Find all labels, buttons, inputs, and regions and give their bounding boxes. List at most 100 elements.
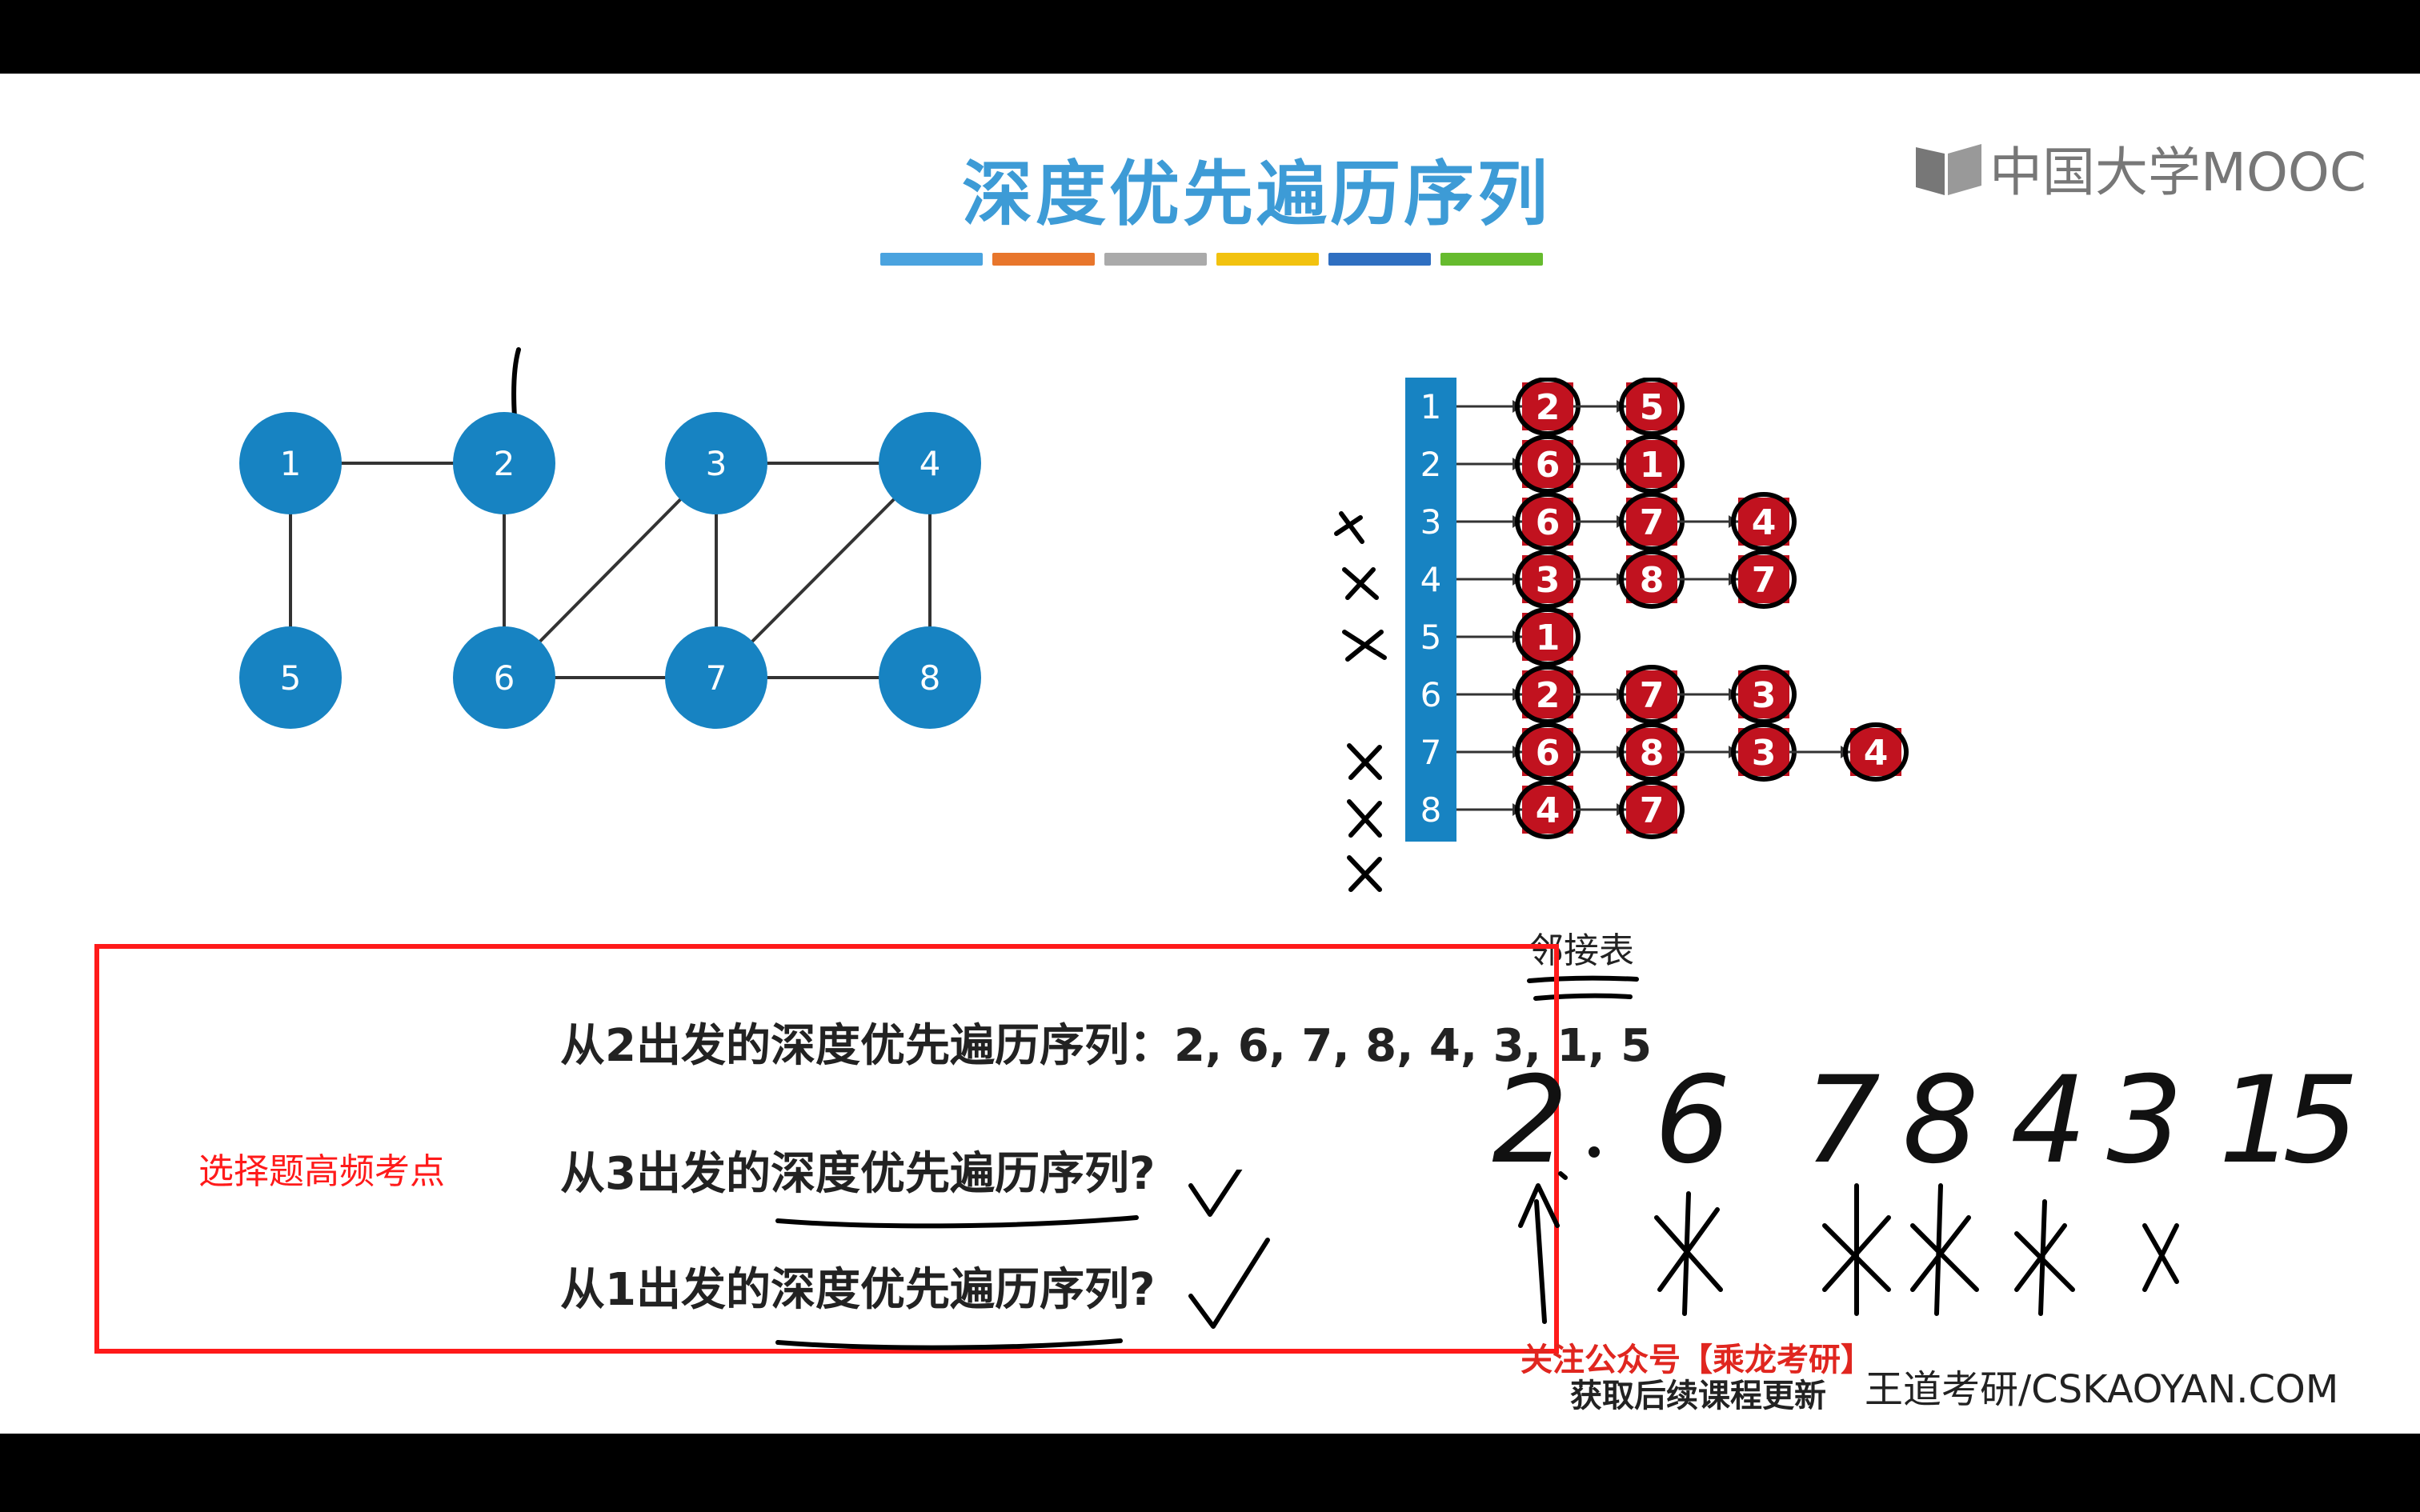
neighbor-label: 7: [1640, 790, 1665, 831]
mooc-logo: 中国大学MOOC: [1913, 130, 2366, 206]
question-from-1: 从1出发的深度优先遍历序列?: [560, 1264, 1156, 1316]
graph-node-5: 5: [239, 626, 342, 729]
neighbor-label: 7: [1752, 560, 1777, 601]
neighbor-node: [1522, 728, 1573, 776]
handwritten-circle: [1731, 550, 1797, 609]
neighbor-label: 4: [1864, 733, 1889, 774]
graph-node-2: 2: [453, 412, 555, 514]
logo-text: 中国大学MOOC: [1989, 142, 2366, 203]
svg-text:1: 1: [280, 444, 302, 483]
hint-label: 选择题高频考点: [198, 1151, 445, 1192]
vertex-label: 5: [1420, 618, 1442, 657]
promo-line-2: 获取后续课程更新: [1570, 1378, 1826, 1414]
vertex-label: 4: [1420, 560, 1442, 599]
highlight-frame: [94, 944, 1559, 1354]
handwritten-circle: [1843, 722, 1909, 782]
handwritten-circle: [1619, 780, 1685, 839]
neighbor-node: [1626, 498, 1677, 546]
vertex-label: 2: [1420, 445, 1442, 484]
neighbor-label: 7: [1640, 675, 1665, 716]
title-color-bar: [880, 253, 1543, 266]
color-segment: [992, 253, 1095, 266]
handwritten-circle: [1619, 434, 1685, 494]
graph-diagram: 1 2 3 4 5 6 7 8: [239, 347, 981, 729]
adjacency-caption: 邻接表: [1529, 930, 1634, 971]
promo-line-1: 关注公众号【乘龙考研】: [1521, 1342, 1873, 1378]
vertex-array: [1405, 378, 1456, 842]
neighbor-label: 8: [1640, 560, 1665, 601]
svg-text:8: 8: [920, 658, 941, 698]
neighbor-node: [1626, 728, 1677, 776]
adj-row-8: 8 4 7: [1420, 780, 1685, 839]
color-segment: [880, 253, 983, 266]
neighbor-label: 3: [1752, 733, 1777, 774]
svg-text:2: 2: [494, 444, 515, 483]
neighbor-node: [1738, 498, 1789, 546]
handwritten-digit: 2: [1492, 1051, 1568, 1190]
question-from-2: 从2出发的深度优先遍历序列：2, 6, 7, 8, 4, 3, 1, 5: [560, 1020, 1653, 1072]
graph-node-4: 4: [879, 412, 981, 514]
neighbor-node: [1738, 728, 1789, 776]
neighbor-label: 7: [1640, 502, 1665, 543]
handwritten-digit: 1: [2218, 1051, 2294, 1190]
neighbor-node: [1522, 440, 1573, 488]
handwritten-circle: [1731, 665, 1797, 724]
vertex-label: 8: [1420, 790, 1442, 830]
adj-row-3: 3 6 7 4: [1420, 492, 1797, 551]
neighbor-label: 6: [1536, 733, 1561, 774]
checkmark-q2: [1188, 1170, 1243, 1217]
color-segment: [1440, 253, 1543, 266]
neighbor-node: [1522, 786, 1573, 834]
svg-text:4: 4: [920, 444, 941, 483]
neighbor-node: [1626, 440, 1677, 488]
slide: 深度优先遍历序列 中国大学MOOC: [0, 74, 2420, 1434]
neighbor-node: [1522, 555, 1573, 603]
neighbor-node: [1850, 728, 1901, 776]
book-icon: [1916, 144, 1981, 195]
neighbor-label: 3: [1536, 560, 1561, 601]
handwritten-circle: [1515, 607, 1581, 666]
svg-text:6: 6: [494, 658, 515, 698]
neighbor-label: 6: [1536, 502, 1561, 543]
neighbor-label: 6: [1536, 445, 1561, 486]
svg-text:3: 3: [706, 444, 727, 483]
neighbor-node: [1522, 498, 1573, 546]
neighbor-label: 4: [1752, 502, 1777, 543]
color-segment: [1104, 253, 1207, 266]
handwritten-circle: [1619, 378, 1685, 436]
graph-node-3: 3: [665, 412, 767, 514]
handwritten-digit: 7: [1804, 1051, 1880, 1190]
neighbor-label: 8: [1640, 733, 1665, 774]
neighbor-node: [1738, 555, 1789, 603]
graph-node-7: 7: [665, 626, 767, 729]
neighbor-label: 5: [1640, 387, 1665, 428]
neighbor-label: 3: [1752, 675, 1777, 716]
graph-node-6: 6: [453, 626, 555, 729]
caption-underline: [1527, 975, 1639, 1001]
handwritten-digit: 5: [2282, 1051, 2358, 1190]
slide-title: 深度优先遍历序列: [961, 153, 1551, 235]
checkmark-q3: [1188, 1238, 1270, 1329]
neighbor-node: [1522, 613, 1573, 661]
cross-marks: [1334, 511, 1387, 892]
neighbor-label: 4: [1536, 790, 1561, 831]
neighbor-node: [1626, 382, 1677, 430]
vertex-label: 3: [1420, 502, 1442, 542]
neighbor-node: [1626, 555, 1677, 603]
handwritten-digit: 4: [2010, 1051, 2086, 1190]
vertex-label: 6: [1420, 675, 1442, 714]
svg-text:7: 7: [706, 658, 727, 698]
neighbor-label: 1: [1640, 445, 1665, 486]
handwritten-marks: [1518, 1171, 2179, 1324]
handwritten-digit: 8: [1902, 1051, 1978, 1190]
handwritten-circle: [1731, 492, 1797, 551]
handwritten-digit: 6: [1654, 1051, 1730, 1190]
neighbor-label: 2: [1536, 675, 1561, 716]
underline-q2: [775, 1215, 1139, 1229]
neighbor-node: [1738, 670, 1789, 718]
